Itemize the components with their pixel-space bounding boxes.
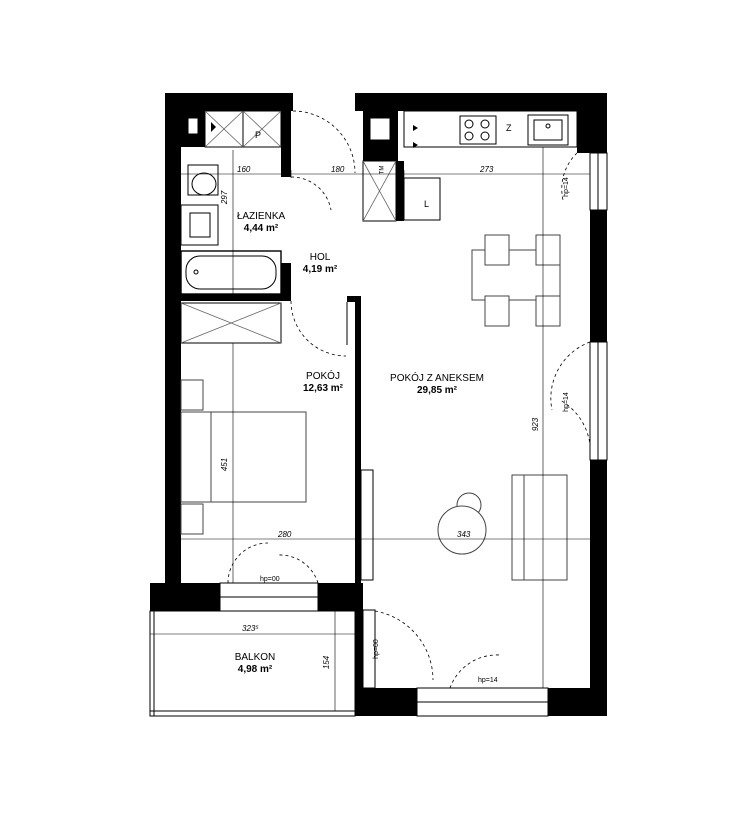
room-name: ŁAZIENKA xyxy=(236,211,286,222)
walls xyxy=(150,93,607,716)
dim-297: 297 xyxy=(220,190,230,205)
room-area: 12,63 m² xyxy=(302,383,344,394)
kitchen-counter xyxy=(362,110,578,222)
symbol-l: L xyxy=(424,199,430,209)
room-name: BALKON xyxy=(234,652,276,663)
dim-154: 154 xyxy=(322,655,332,670)
window-label-top-right: hp=14 xyxy=(562,177,570,197)
window-label-mid-right: hp=14 xyxy=(562,392,570,412)
room-label-bedroom: POKÓJ 12,63 m² xyxy=(283,371,363,395)
dimension-lines xyxy=(150,147,590,711)
dim-280: 280 xyxy=(278,530,292,539)
room-label-bathroom: ŁAZIENKA 4,44 m² xyxy=(226,211,296,235)
room-label-living: POKÓJ Z ANEKSEM 29,85 m² xyxy=(382,373,492,397)
symbol-tm: TM xyxy=(379,165,386,175)
room-area: 4,98 m² xyxy=(237,664,273,675)
window-label-balcony-door: hp=00 xyxy=(372,639,380,659)
dim-323: 323⁵ xyxy=(242,624,259,633)
room-area: 4,44 m² xyxy=(243,223,279,234)
windows xyxy=(219,152,608,717)
room-area: 29,85 m² xyxy=(416,385,458,396)
dim-273: 273 xyxy=(480,165,494,174)
room-area: 4,19 m² xyxy=(302,264,338,275)
symbol-z: Z xyxy=(506,123,512,133)
bathroom-fixtures xyxy=(180,164,282,344)
dim-160: 160 xyxy=(237,165,251,174)
dim-923: 923 xyxy=(531,417,541,432)
symbol-p: P xyxy=(255,130,262,140)
window-label-bottom: hp=14 xyxy=(478,677,498,684)
window-label-bedroom: hp=00 xyxy=(260,576,280,583)
room-name: POKÓJ xyxy=(306,371,340,382)
dim-343: 343 xyxy=(457,530,471,539)
balcony xyxy=(149,610,356,717)
room-label-hall: HOL 4,19 m² xyxy=(285,252,355,276)
dim-180: 180 xyxy=(331,165,345,174)
room-name: HOL xyxy=(309,252,331,263)
room-name: POKÓJ Z ANEKSEM xyxy=(390,373,484,384)
room-label-balcony: BALKON 4,98 m² xyxy=(215,652,295,676)
shaft-cells xyxy=(187,110,418,148)
dim-451: 451 xyxy=(220,457,230,472)
furniture xyxy=(180,234,568,581)
